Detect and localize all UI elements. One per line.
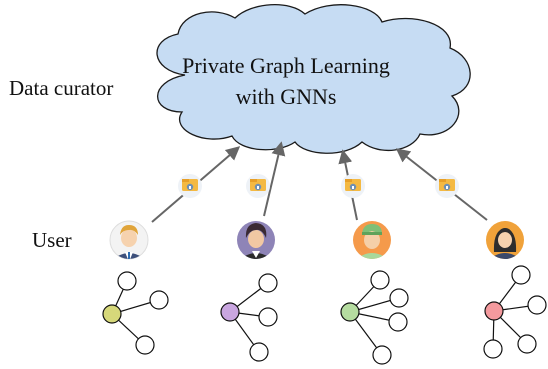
encrypted-folder-icon — [435, 174, 459, 198]
local-graph-2 — [220, 273, 278, 362]
center-node — [340, 302, 360, 322]
local-graph-4 — [483, 265, 547, 359]
cloud-shape — [156, 4, 471, 154]
graph-node — [483, 339, 503, 359]
graph-node — [149, 290, 169, 310]
center-node — [484, 301, 504, 321]
cloud-title-line2: with GNNs — [235, 84, 337, 109]
graph-node — [135, 335, 155, 355]
user-avatar-2 — [237, 221, 275, 259]
local-graph-3 — [340, 270, 409, 365]
data-curator-label: Data curator — [9, 76, 114, 100]
user-avatar-4 — [486, 221, 524, 259]
cloud — [156, 4, 471, 154]
center-node — [220, 302, 240, 322]
graph-node — [370, 270, 390, 290]
user-avatar-1 — [109, 220, 149, 260]
encrypted-folder-icon — [246, 174, 270, 198]
cloud-title-line1: Private Graph Learning — [182, 53, 390, 78]
graph-node — [527, 295, 547, 315]
encrypted-folder-icon — [178, 174, 202, 198]
local-graph-1 — [102, 271, 169, 355]
center-node — [102, 304, 122, 324]
graph-node — [258, 307, 278, 327]
graph-node — [511, 265, 531, 285]
graph-node — [517, 334, 537, 354]
cloud-title: Private Graph Learning with GNNs — [178, 50, 394, 112]
graph-node — [388, 312, 408, 332]
user-label: User — [32, 228, 72, 252]
encrypted-folder-icon — [341, 174, 365, 198]
graph-node — [249, 342, 269, 362]
graph-node — [372, 345, 392, 365]
graph-node — [258, 273, 278, 293]
graph-node — [389, 288, 409, 308]
graph-node — [117, 271, 137, 291]
arrow-user2 — [263, 141, 286, 217]
user-avatar-3 — [353, 221, 391, 259]
